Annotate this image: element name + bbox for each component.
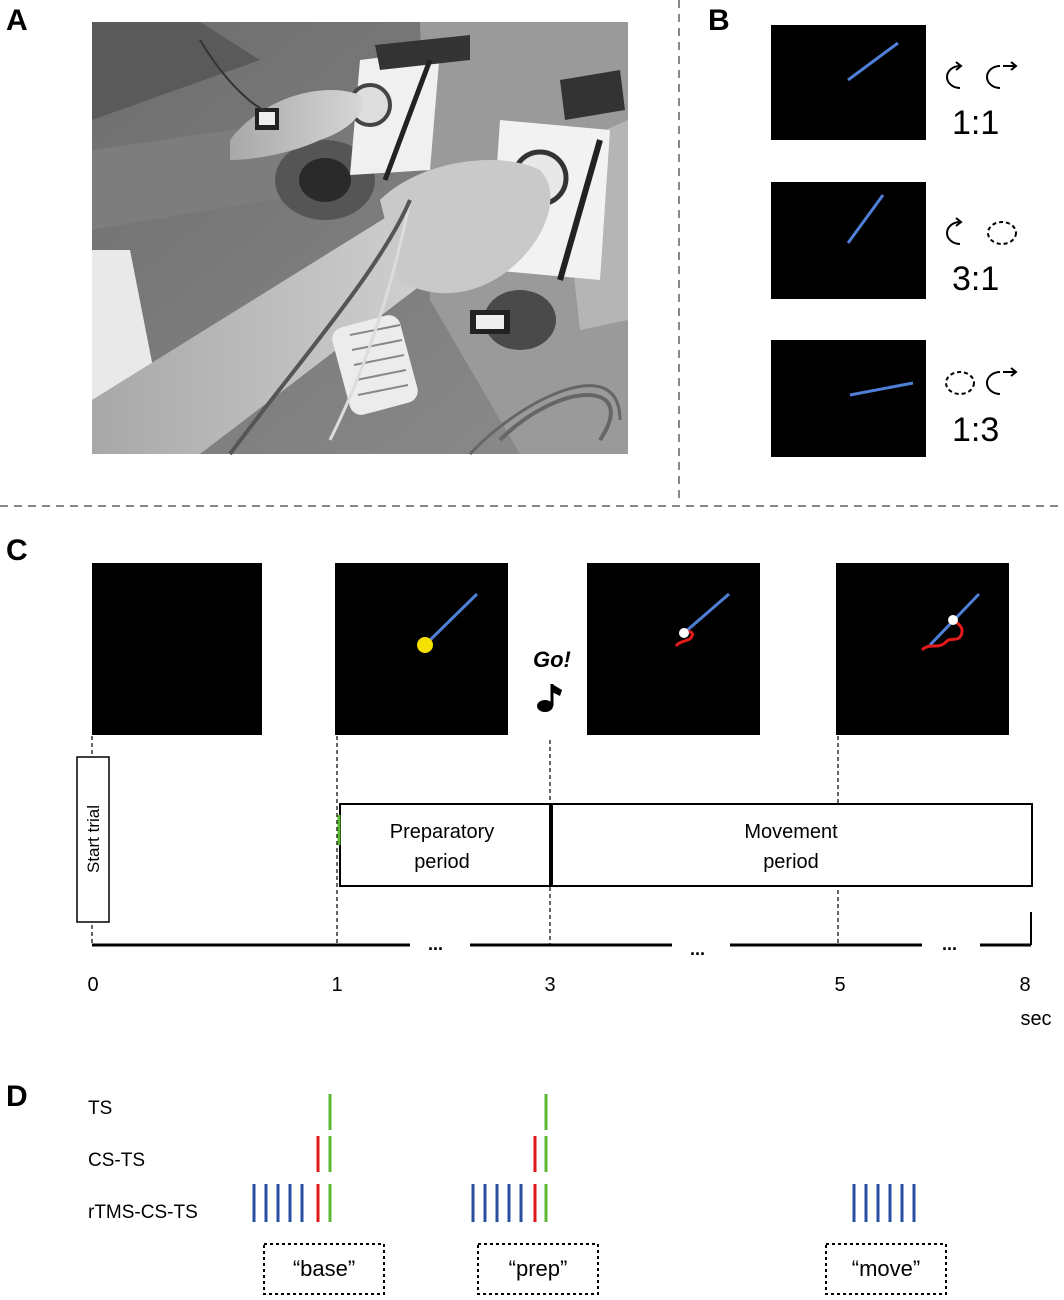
setup-photo [92,22,628,456]
axis-break: ... [428,934,443,954]
screen-blank [92,563,262,735]
tick-label: 3 [544,974,555,996]
ratio-row-1-1: 1:1 [771,25,1018,142]
condition-box-base: “base” [263,1243,385,1295]
movement-period-box: Movement period [549,803,1033,887]
protocol-row-labels: TS CS-TS rTMS-CS-TS [88,1098,198,1223]
row-label-ts: TS [88,1098,112,1119]
ratio-label: 3:1 [952,260,999,298]
screen-prep [335,563,508,735]
tick-label: 1 [331,974,342,996]
tick-label: 5 [834,974,845,996]
panel-label-a: A [6,4,28,37]
condition-boxes: “base” “prep” “move” [263,1243,947,1295]
screen-move-late [836,563,1009,735]
movement-label-line1: Movement [744,821,838,843]
music-note-icon [537,684,562,712]
timeline-axis [92,912,1032,947]
panel-label-d: D [6,1080,28,1113]
axis-break: ... [942,934,957,954]
movement-label-line2: period [763,851,819,873]
axis-break: ... [690,939,705,959]
condition-box-prep: “prep” [477,1243,599,1295]
preparatory-period-box: Preparatory period [337,803,552,887]
row-label-rtms-cs-ts: rTMS-CS-TS [88,1202,198,1223]
axis-unit: sec [1020,1008,1051,1030]
axis-ticks: 0 1 3 5 8 sec [87,974,1051,1030]
condition-label: “move” [852,1256,920,1281]
pulse-trains [252,1094,916,1222]
arrow-circle-icon [945,367,1018,395]
row-label-cs-ts: CS-TS [88,1150,145,1171]
preparatory-label-line2: period [414,851,470,873]
ratio-label: 1:1 [952,104,999,142]
go-label: Go! [533,647,571,672]
start-trial-label: Start trial [84,805,103,873]
arrow-circle-icon [946,61,1018,89]
condition-box-move: “move” [825,1243,947,1295]
screen-move-early [587,563,760,735]
time-markers [91,736,839,945]
go-cue: Go! [533,647,571,712]
arrow-circle-icon [946,217,1017,245]
ratio-row-1-3: 1:3 [771,340,1018,457]
condition-label: “prep” [509,1256,568,1281]
panel-label-b: B [708,4,730,37]
tick-label: 0 [87,974,98,996]
tick-label: 8 [1019,974,1030,996]
panel-label-c: C [6,534,28,567]
start-trial-box: Start trial [76,756,110,923]
preparatory-label-line1: Preparatory [390,821,495,843]
ratio-row-3-1: 3:1 [771,182,1017,299]
condition-label: “base” [293,1256,355,1281]
ratio-label: 1:3 [952,411,999,449]
cursor-dot [417,637,433,653]
